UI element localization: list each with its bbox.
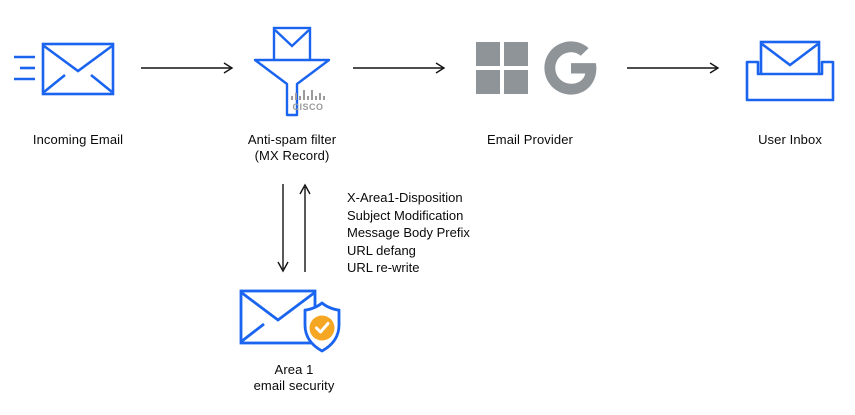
user-inbox-icon [745,40,835,107]
area1-label-line1: Area 1 [274,362,314,377]
anti-spam-label: Anti-spam filter (MX Record) [222,132,362,164]
area1-email-security-icon [238,283,350,370]
area1-label: Area 1 email security [224,362,364,394]
incoming-email-icon [12,40,117,105]
anti-spam-label-line1: Anti-spam filter [247,132,337,147]
arrow-incoming-to-antispam [140,61,235,80]
annotation-line: Message Body Prefix [347,225,470,240]
cisco-logo-icon: CISCO [288,88,328,117]
anti-spam-label-line2: (MX Record) [254,148,330,163]
annotation-line: Subject Modification [347,207,464,223]
arrow-antispam-area1-bidirectional [272,182,316,279]
google-logo-icon [542,39,600,102]
cisco-logo-text: CISCO [292,102,323,112]
microsoft-logo-icon [476,42,528,94]
disposition-annotation-list: X-Area1-Disposition Subject Modification… [347,189,547,277]
checkmark-badge-icon [309,315,335,341]
annotation-line: URL defang [347,242,416,258]
anti-spam-filter-icon [252,26,332,123]
annotation-line: X-Area1-Disposition [347,190,463,205]
incoming-email-label: Incoming Email [32,132,124,147]
email-provider-label: Email Provider [487,132,573,147]
annotation-line: URL re-write [347,260,420,275]
user-inbox-label: User Inbox [758,132,822,147]
arrow-antispam-to-provider [352,61,447,80]
arrow-provider-to-inbox [626,61,721,80]
area1-label-line2: email security [253,378,335,393]
